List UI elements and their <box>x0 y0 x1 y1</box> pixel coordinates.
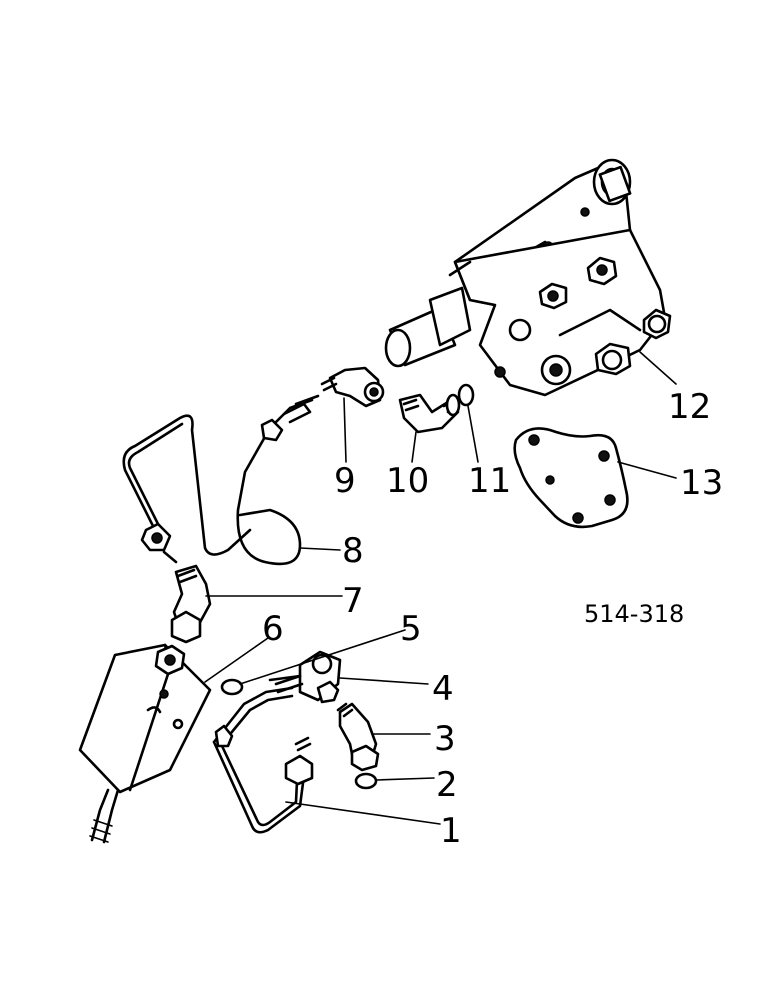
leader-4 <box>339 677 429 685</box>
callout-4: 4 <box>432 669 454 709</box>
leader-2 <box>375 777 435 781</box>
callout-8: 8 <box>342 531 364 571</box>
adapter-elbow-part-7 <box>170 564 212 644</box>
reference-code: 514-318 <box>584 600 684 628</box>
leader-13 <box>617 461 677 479</box>
callout-5: 5 <box>400 609 422 649</box>
elbow-fitting-part-10 <box>398 393 461 434</box>
callout-labels: 1 2 3 4 5 6 7 8 9 10 11 12 13 <box>262 387 723 851</box>
callout-7: 7 <box>342 581 364 621</box>
leader-8 <box>299 547 341 551</box>
callout-2: 2 <box>436 765 458 805</box>
valve-body-part-12 <box>384 158 672 397</box>
leader-10 <box>411 431 417 463</box>
elbow-part-3 <box>336 702 380 772</box>
leader-lines <box>204 351 677 825</box>
callout-6: 6 <box>262 609 284 649</box>
leader-11 <box>467 405 479 463</box>
callout-11: 11 <box>468 461 511 501</box>
leader-6 <box>204 637 269 683</box>
callout-10: 10 <box>386 461 429 501</box>
leader-12 <box>639 351 677 385</box>
callout-3: 3 <box>434 719 456 759</box>
elbow-nut-part-9 <box>320 366 385 408</box>
callout-1: 1 <box>440 811 462 851</box>
leader-5 <box>239 629 406 685</box>
o-ring-part-2 <box>354 772 378 790</box>
callout-9: 9 <box>334 461 356 501</box>
o-ring-part-11 <box>457 383 475 407</box>
leader-9 <box>343 397 347 463</box>
tube-assembly-part-1 <box>212 674 314 834</box>
leader-1 <box>285 801 441 825</box>
hydraulic-line-part-8 <box>122 394 320 566</box>
valve-block-part-6 <box>78 643 212 844</box>
callout-13: 13 <box>680 463 723 503</box>
gasket-part-13 <box>513 427 629 529</box>
callout-12: 12 <box>668 387 711 427</box>
o-ring-part-5 <box>220 678 244 696</box>
